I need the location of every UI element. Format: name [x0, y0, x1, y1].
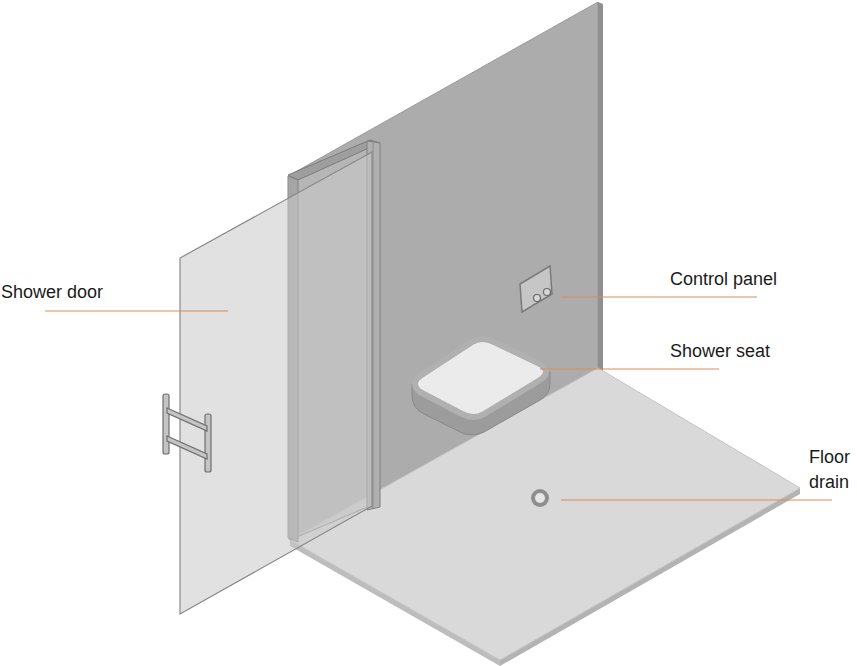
- part-label: Shower seat: [670, 339, 820, 364]
- floor-drain-hole: [535, 493, 545, 503]
- leader-line: [561, 499, 832, 500]
- control-panel: [520, 266, 552, 312]
- floor-drain: [531, 489, 549, 507]
- part-label: Shower door: [1, 280, 141, 305]
- part-label: Floor drain: [809, 445, 853, 495]
- handle-bar: [163, 394, 169, 454]
- post-groove: [373, 143, 374, 508]
- control-knob: [544, 289, 551, 296]
- handle-rung: [167, 408, 207, 431]
- handle-rung: [167, 436, 207, 459]
- shower-seat: [415, 339, 546, 417]
- part-label: Control panel: [670, 267, 820, 292]
- leader-line: [540, 368, 719, 369]
- leader-lines: [45, 297, 832, 500]
- door-handle: [163, 394, 211, 472]
- wall-edge: [598, 2, 603, 372]
- handle-bar: [205, 414, 211, 472]
- shower-door: [180, 152, 372, 614]
- leader-line: [561, 296, 757, 297]
- leader-line: [45, 310, 228, 311]
- control-knob: [534, 295, 541, 302]
